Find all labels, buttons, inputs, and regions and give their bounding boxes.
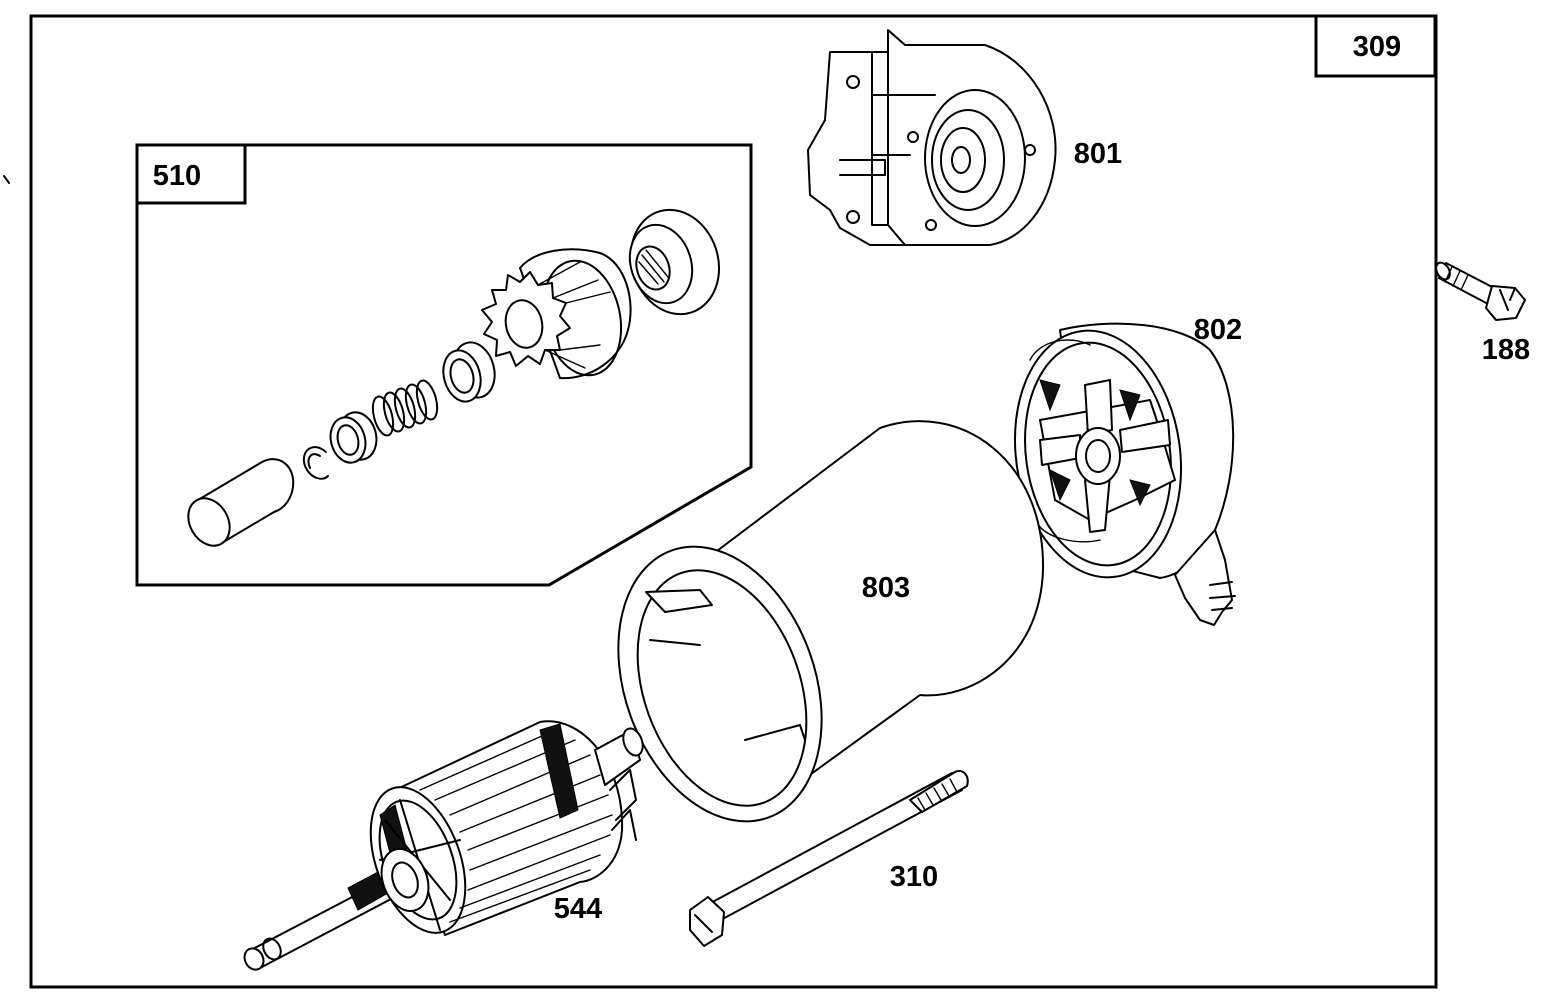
edge-mark bbox=[3, 175, 10, 184]
pinion-gear bbox=[481, 248, 632, 380]
motor-housing bbox=[617, 420, 1045, 823]
label-310: 310 bbox=[890, 861, 938, 893]
drive-end-plate bbox=[807, 29, 1057, 246]
washer bbox=[628, 208, 721, 316]
commutator-end-cap bbox=[1013, 322, 1236, 626]
drive-kit-inset: 510 bbox=[135, 143, 753, 587]
label-803: 803 bbox=[862, 572, 910, 604]
label-510: 510 bbox=[153, 160, 201, 192]
label-802: 802 bbox=[1194, 314, 1242, 346]
retainer bbox=[329, 411, 378, 464]
through-bolt bbox=[689, 770, 969, 947]
outer-frame bbox=[29, 14, 1438, 989]
cap bbox=[187, 458, 295, 547]
stop-collar bbox=[442, 341, 496, 403]
armature bbox=[243, 720, 644, 971]
assembly-number: 309 bbox=[1353, 31, 1401, 63]
snap-ring bbox=[302, 446, 329, 480]
assembly-number-box: 309 bbox=[1314, 14, 1437, 78]
label-544: 544 bbox=[554, 893, 602, 925]
bolt-188 bbox=[1435, 261, 1526, 321]
label-801: 801 bbox=[1074, 138, 1122, 170]
label-188: 188 bbox=[1482, 334, 1530, 366]
spring bbox=[371, 379, 439, 437]
